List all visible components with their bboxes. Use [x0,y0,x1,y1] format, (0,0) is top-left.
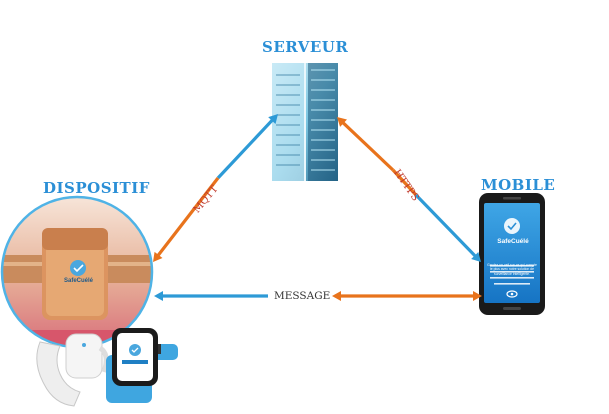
mqtt-arrow-orange-end-head [153,251,163,262]
mqtt-arrow-blue-end-head [268,114,278,124]
message-arrow-blue-end-head [154,291,163,301]
https-arrow-orange-line [340,120,395,172]
message-arrow-orange-end-head [473,291,482,301]
mobile-tagline: Gardez un oeil sur ce qui compte le plus… [487,263,537,276]
device-logo-text: SafeCuélé [64,278,94,284]
https-arrow-blue-line [414,193,478,259]
watch-logo-text: SafeCuélé [118,364,145,370]
server-title: SERVEUR [262,38,349,56]
https-arrow-blue-end-head [471,252,481,262]
mobile-title: MOBILE [481,176,556,194]
edge-label-message: MESSAGE [272,290,333,302]
mqtt-arrow-blue-line [216,118,275,180]
https-arrow-orange-end-head [337,117,347,127]
mobile-image [479,193,545,315]
message-arrow-orange-start-head [332,291,341,301]
watch-white-image [36,333,109,407]
mobile-logo-text: SafeCuélé [497,238,529,245]
mqtt-arrow-orange-line [156,177,220,258]
server-image [272,63,338,181]
watch-black-image [106,328,178,403]
https-arrow-mid-line [391,168,418,197]
device-title: DISPOSITIF [43,179,150,197]
